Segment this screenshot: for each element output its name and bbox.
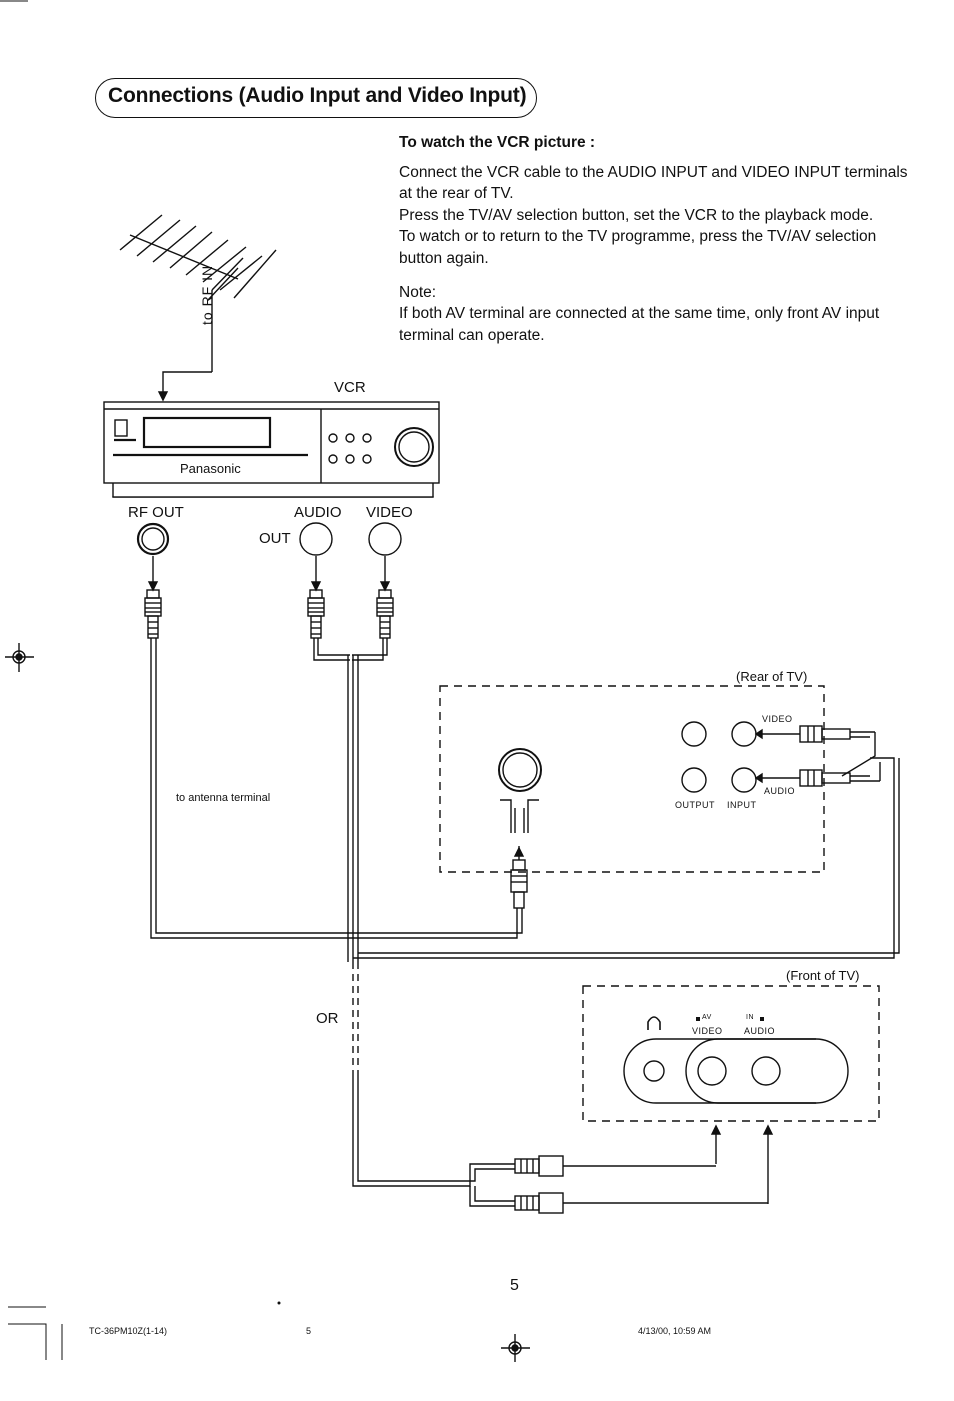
footer-doc-code: TC-36PM10Z(1-14) (89, 1326, 168, 1336)
page-number: 5 (510, 1277, 519, 1294)
front-av-label: AV (702, 1014, 712, 1021)
vcr-brand: Panasonic (180, 461, 241, 476)
front-of-tv-label: (Front of TV) (786, 968, 860, 983)
rca-plug-icon (144, 556, 162, 639)
rear-audio-label: AUDIO (764, 786, 796, 796)
antenna-label: to RF IN (199, 264, 215, 325)
instructions-para-2: Press the TV/AV selection button, set th… (399, 206, 874, 224)
note-text: If both AV terminal are connected at the… (399, 305, 880, 344)
front-audio-label: AUDIO (744, 1026, 776, 1036)
headphone-icon (647, 1016, 661, 1030)
front-in-label: IN (746, 1014, 754, 1021)
video-out-label: VIDEO (366, 504, 413, 521)
rear-video-label: VIDEO (762, 714, 793, 724)
antenna-icon (119, 214, 277, 372)
vcr-label: VCR (334, 379, 366, 396)
section-title-frame (95, 78, 537, 118)
note-label: Note: (399, 283, 437, 301)
vcr-unit (103, 401, 440, 498)
rear-of-tv-label: (Rear of TV) (736, 669, 808, 684)
section-title: Connections (Audio Input and Video Input… (108, 84, 527, 107)
registration-mark-icon (5, 643, 34, 672)
instructions-para-1: Connect the VCR cable to the AUDIO INPUT… (399, 163, 908, 203)
front-video-label: VIDEO (692, 1026, 723, 1036)
rear-input-label: INPUT (727, 800, 757, 810)
rf-out-label: RF OUT (128, 504, 184, 521)
instructions-para-3: To watch or to return to the TV programm… (399, 228, 877, 267)
rear-output-label: OUTPUT (675, 800, 715, 810)
footer-timestamp: 4/13/00, 10:59 AM (638, 1326, 712, 1336)
or-label: OR (316, 1010, 339, 1027)
instructions-block: To watch the VCR picture : Connect the V… (399, 132, 914, 346)
footer-page: 5 (306, 1326, 312, 1336)
instructions-heading: To watch the VCR picture : (399, 134, 596, 151)
audio-out-label: AUDIO (294, 504, 342, 521)
out-label: OUT (259, 530, 291, 547)
antenna-terminal-label: to antenna terminal (176, 792, 271, 804)
